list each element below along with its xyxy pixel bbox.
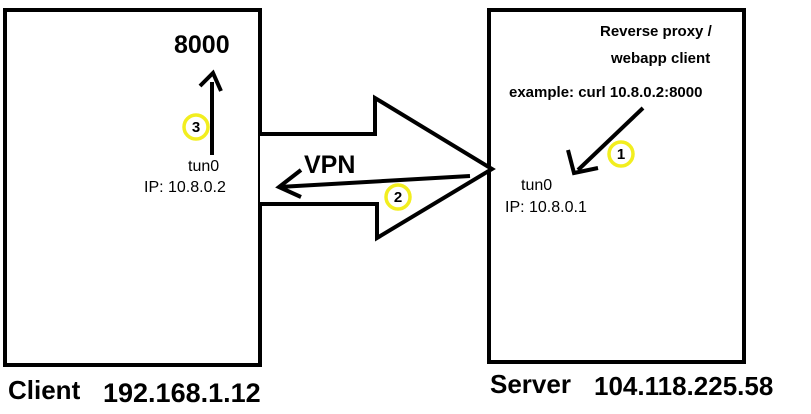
server-ip: IP: 10.8.0.1: [505, 199, 587, 216]
step-marker-1: 1: [607, 140, 635, 168]
server-box: [487, 8, 746, 364]
step-marker-2: 2: [384, 183, 412, 211]
client-iface: tun0: [188, 158, 219, 175]
tunnel-arrow: [260, 94, 496, 242]
server-example: example: curl 10.8.0.2:8000: [509, 84, 702, 101]
client-ip: IP: 10.8.0.2: [144, 179, 226, 196]
step-marker-3: 3: [182, 113, 210, 141]
server-role-line2: webapp client: [610, 50, 710, 67]
vpn-arrowhead: [275, 168, 303, 199]
step1-arrow: [576, 106, 645, 172]
server-role-line1: Reverse proxy /: [600, 23, 713, 40]
step3-arrowhead: [198, 69, 223, 92]
server-label: Server: [490, 369, 571, 399]
vpn-label: VPN: [304, 151, 355, 179]
client-port: 8000: [174, 31, 230, 59]
step-3-number: 3: [192, 119, 200, 136]
vpn-direction-arrow: [278, 174, 471, 189]
client-label: Client: [8, 375, 81, 405]
client-address: 192.168.1.12: [103, 378, 261, 408]
step-2-number: 2: [394, 189, 402, 206]
server-address: 104.118.225.58: [594, 371, 773, 401]
server-iface: tun0: [521, 177, 552, 194]
step1-arrowhead: [566, 149, 599, 176]
step-1-number: 1: [617, 146, 625, 163]
